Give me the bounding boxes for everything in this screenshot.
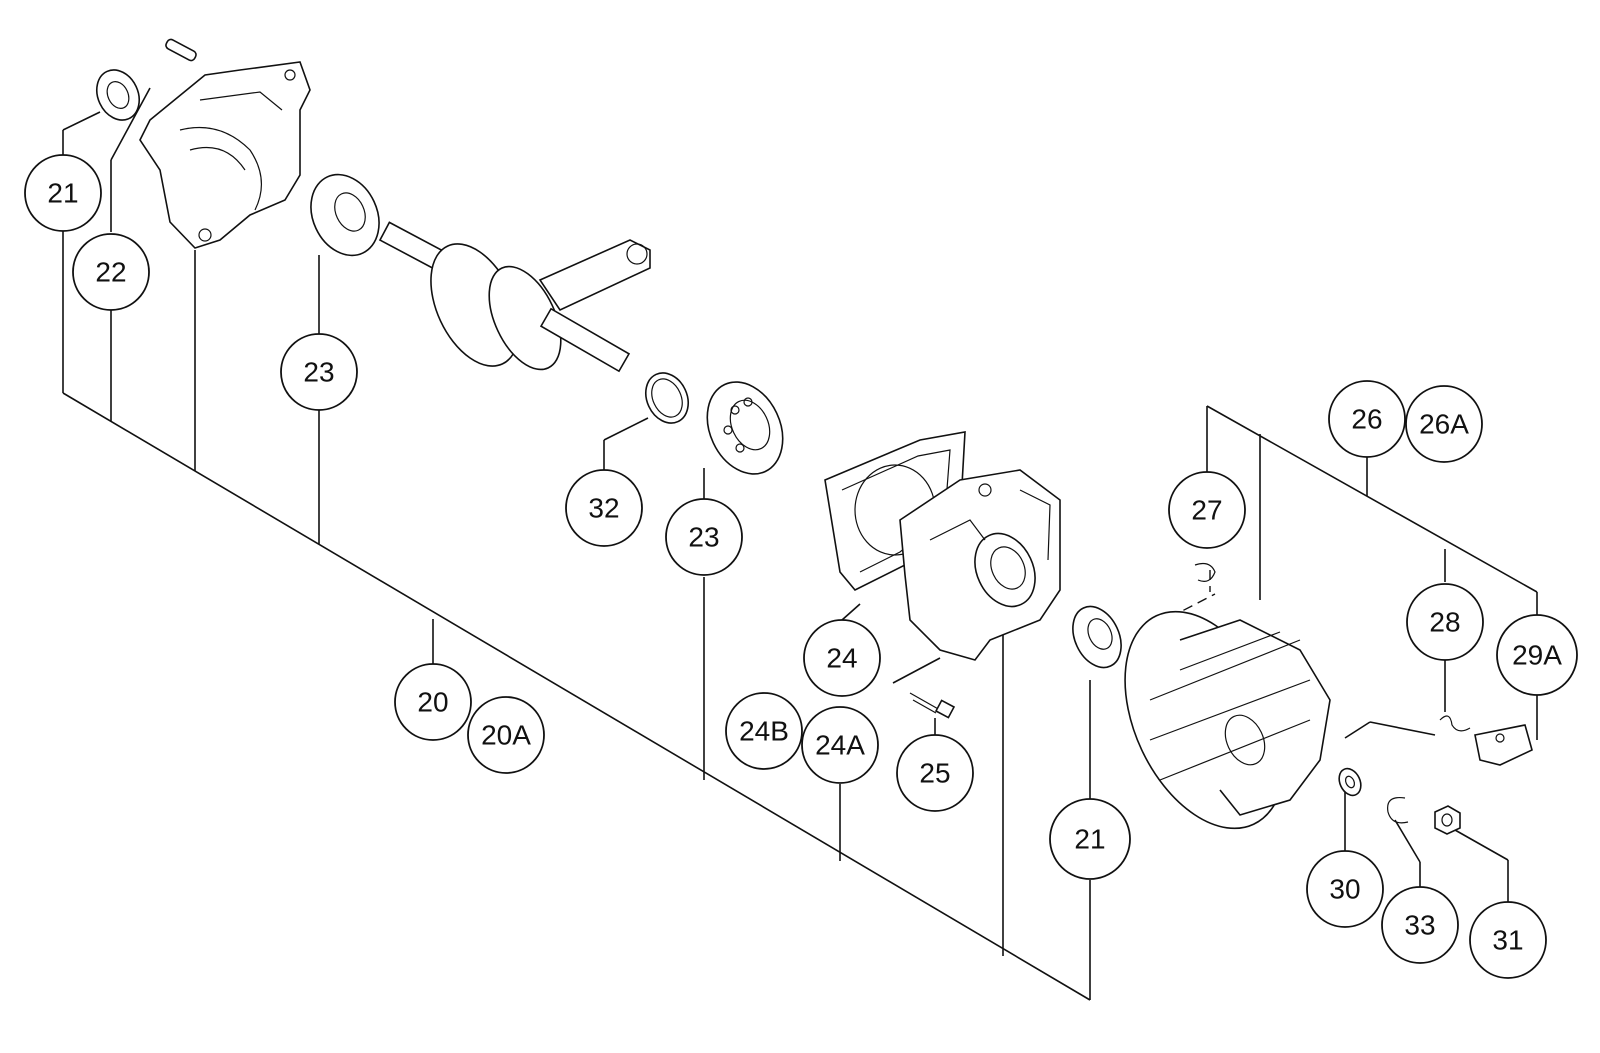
callout-30: 30: [1306, 850, 1384, 928]
callout-33: 33: [1381, 886, 1459, 964]
callout-label: 23: [688, 522, 719, 553]
callout-20a: 20A: [467, 696, 545, 774]
callout-31: 31: [1469, 901, 1547, 979]
circlip-icon: [1387, 796, 1409, 824]
callout-21-top: 21: [24, 154, 102, 232]
callout-25: 25: [896, 734, 974, 812]
callout-24b: 24B: [725, 692, 803, 770]
callout-label: 21: [47, 178, 78, 209]
callout-32: 32: [565, 469, 643, 547]
callout-label: 29A: [1512, 640, 1562, 671]
callout-26a: 26A: [1405, 385, 1483, 463]
crankcase-half-icon: [899, 469, 1061, 661]
callout-21-right: 21: [1049, 798, 1131, 880]
washer-icon: [1338, 767, 1362, 797]
screw-icon: [909, 692, 956, 719]
callout-22: 22: [72, 233, 150, 311]
callout-label: 32: [588, 493, 619, 524]
callout-label: 26: [1351, 404, 1382, 435]
crankcase-half-icon: [139, 61, 311, 249]
callout-23-lower: 23: [665, 498, 743, 576]
callout-label: 28: [1429, 607, 1460, 638]
assembly-lines: [62, 87, 1538, 1001]
oil-seal-icon: [645, 372, 689, 424]
woodruff-key-icon: [1194, 562, 1216, 582]
callout-label: 20: [417, 687, 448, 718]
flywheel-icon: [1124, 610, 1331, 830]
callout-label: 27: [1191, 495, 1222, 526]
callout-label: 33: [1404, 910, 1435, 941]
callout-20: 20: [394, 663, 472, 741]
callout-26: 26: [1328, 380, 1406, 458]
callout-label: 24B: [739, 716, 789, 747]
callout-label: 20A: [481, 720, 531, 751]
callout-24a: 24A: [801, 706, 879, 784]
crankshaft-icon: [378, 221, 651, 373]
callout-24: 24: [803, 619, 881, 697]
ball-bearing-icon: [1072, 605, 1122, 669]
callout-label: 26A: [1419, 409, 1469, 440]
callout-label: 31: [1492, 925, 1523, 956]
callout-23-upper: 23: [280, 333, 358, 411]
callout-label: 22: [95, 257, 126, 288]
callout-29a: 29A: [1496, 614, 1578, 696]
callout-label: 21: [1074, 824, 1105, 855]
ball-bearing-icon: [706, 381, 784, 475]
callout-label: 23: [303, 357, 334, 388]
ball-bearing-icon: [310, 173, 380, 257]
dowel-pin-icon: [165, 38, 197, 62]
ball-bearing-icon: [96, 69, 140, 121]
starter-pawl-icon: [1439, 715, 1533, 766]
callout-label: 24A: [815, 730, 865, 761]
nut-icon: [1434, 805, 1461, 835]
callout-label: 30: [1329, 874, 1360, 905]
callout-28: 28: [1406, 583, 1484, 661]
callout-label: 24: [826, 643, 857, 674]
callout-27: 27: [1168, 471, 1246, 549]
callout-label: 25: [919, 758, 950, 789]
